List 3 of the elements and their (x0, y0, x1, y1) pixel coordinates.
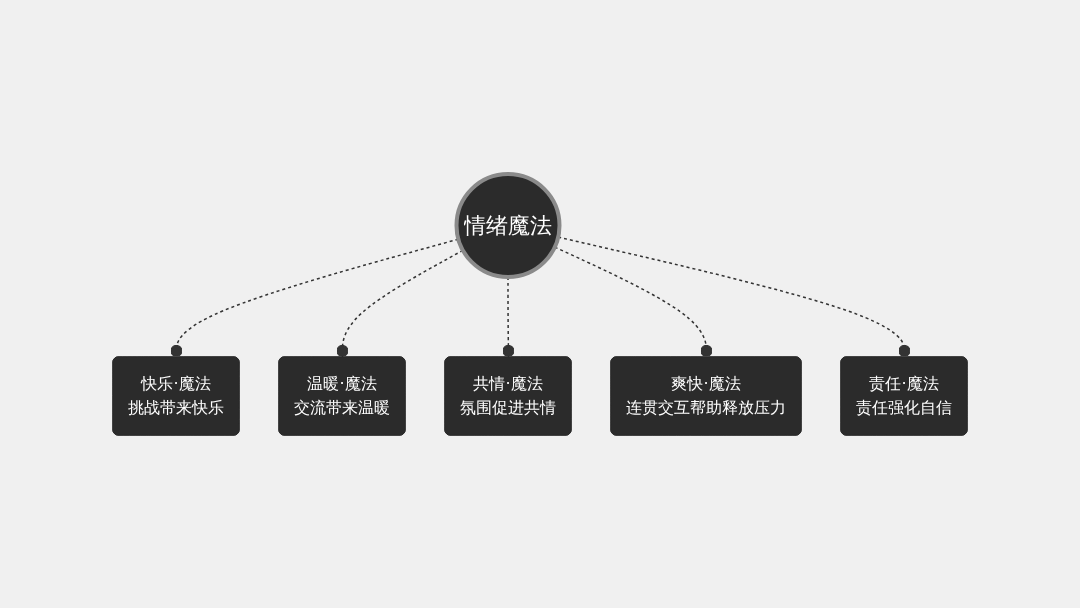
node-circle: 情绪魔法 (454, 171, 562, 279)
connector (336, 249, 464, 358)
connector (554, 245, 713, 358)
